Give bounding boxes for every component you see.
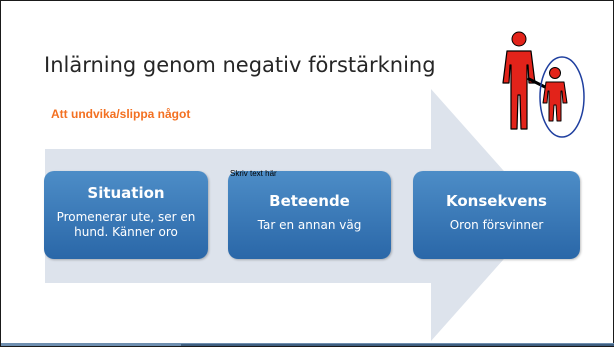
slide-subtitle: Att undvika/slippa något (51, 107, 191, 121)
situation-box: Situation Promenerar ute, ser en hund. K… (44, 171, 208, 259)
circle-highlight-icon (539, 56, 585, 138)
parent-child-icon (502, 31, 585, 138)
slide-title: Inlärning genom negativ förstärkning (44, 53, 436, 77)
behavior-heading: Beteende (269, 192, 350, 210)
situation-heading: Situation (87, 184, 165, 202)
consequence-text: Oron försvinner (449, 218, 544, 232)
placeholder-note: Skriv text här (230, 169, 277, 178)
bottom-accent-line-dark (181, 344, 614, 346)
behavior-text: Tar en annan väg (257, 218, 362, 232)
situation-text: Promenerar ute, ser en hund. Känner oro (56, 210, 196, 239)
behavior-box: Beteende Tar en annan väg (228, 171, 391, 259)
consequence-box: Konsekvens Oron försvinner (413, 171, 580, 259)
consequence-heading: Konsekvens (446, 192, 547, 210)
